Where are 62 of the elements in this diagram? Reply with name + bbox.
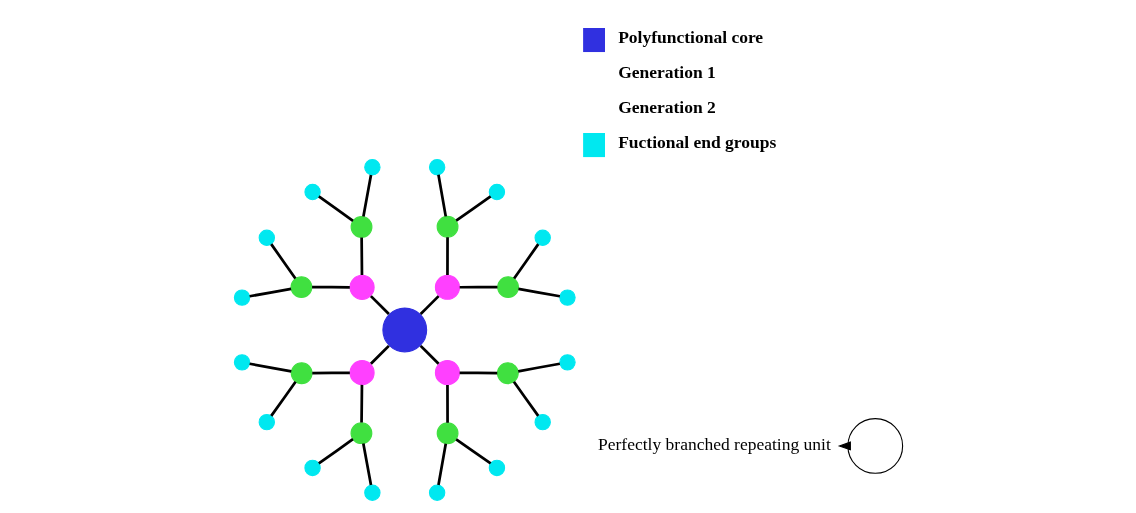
node-circle [258,413,275,431]
connector [517,287,560,298]
node-circle [436,215,458,238]
connector [248,287,291,298]
connector [311,285,350,289]
connector [436,443,447,486]
node-circle [496,362,519,385]
connector [419,344,440,365]
connector [311,371,350,375]
connector [369,344,390,365]
node-circle [290,362,313,385]
connector [248,362,292,373]
connector [512,243,539,280]
connector [512,380,539,417]
node-text: Perfectly branched repeating unit [597,434,831,455]
node-circle [350,422,372,445]
connector [419,295,440,316]
connector [361,174,372,217]
connector [269,243,297,280]
node-circle [303,459,321,477]
connector [436,174,447,217]
connector [517,362,560,373]
connector [459,371,497,375]
node-circle [496,276,519,299]
connector [459,285,497,289]
node-circle [488,183,505,201]
node-circle [363,484,381,501]
legend-label: Polyfunctional core [617,27,763,48]
node-circle [350,215,372,238]
legend-label: Generation 1 [617,62,716,83]
node-circle [381,307,427,353]
connector [317,438,354,465]
legend-label: Generation 2 [617,97,716,118]
node-circle [303,183,321,201]
node-circle [290,276,312,299]
node-circle [258,229,275,246]
node-circle [434,274,460,300]
node-circle [233,289,250,306]
node-circle [428,484,445,501]
node-circle [349,274,375,300]
connector [359,237,363,276]
connector [445,237,449,276]
node-circle [558,289,576,306]
connector [454,438,491,465]
legend-label: Fuctional end groups [617,132,776,153]
node-circle [534,229,551,246]
node-circle [428,159,445,176]
node-circle [434,360,460,386]
node-circle [488,459,505,477]
connector [359,384,363,423]
connector [454,195,491,222]
connector [369,295,390,316]
node-circle [349,360,375,386]
node-circle [558,354,576,371]
connector [269,380,297,417]
node-circle [436,422,459,445]
connector [361,443,372,486]
node-circle [363,159,381,176]
node-circle [534,413,551,431]
node-circle [233,354,250,371]
connector [317,195,354,222]
connector [445,384,449,423]
